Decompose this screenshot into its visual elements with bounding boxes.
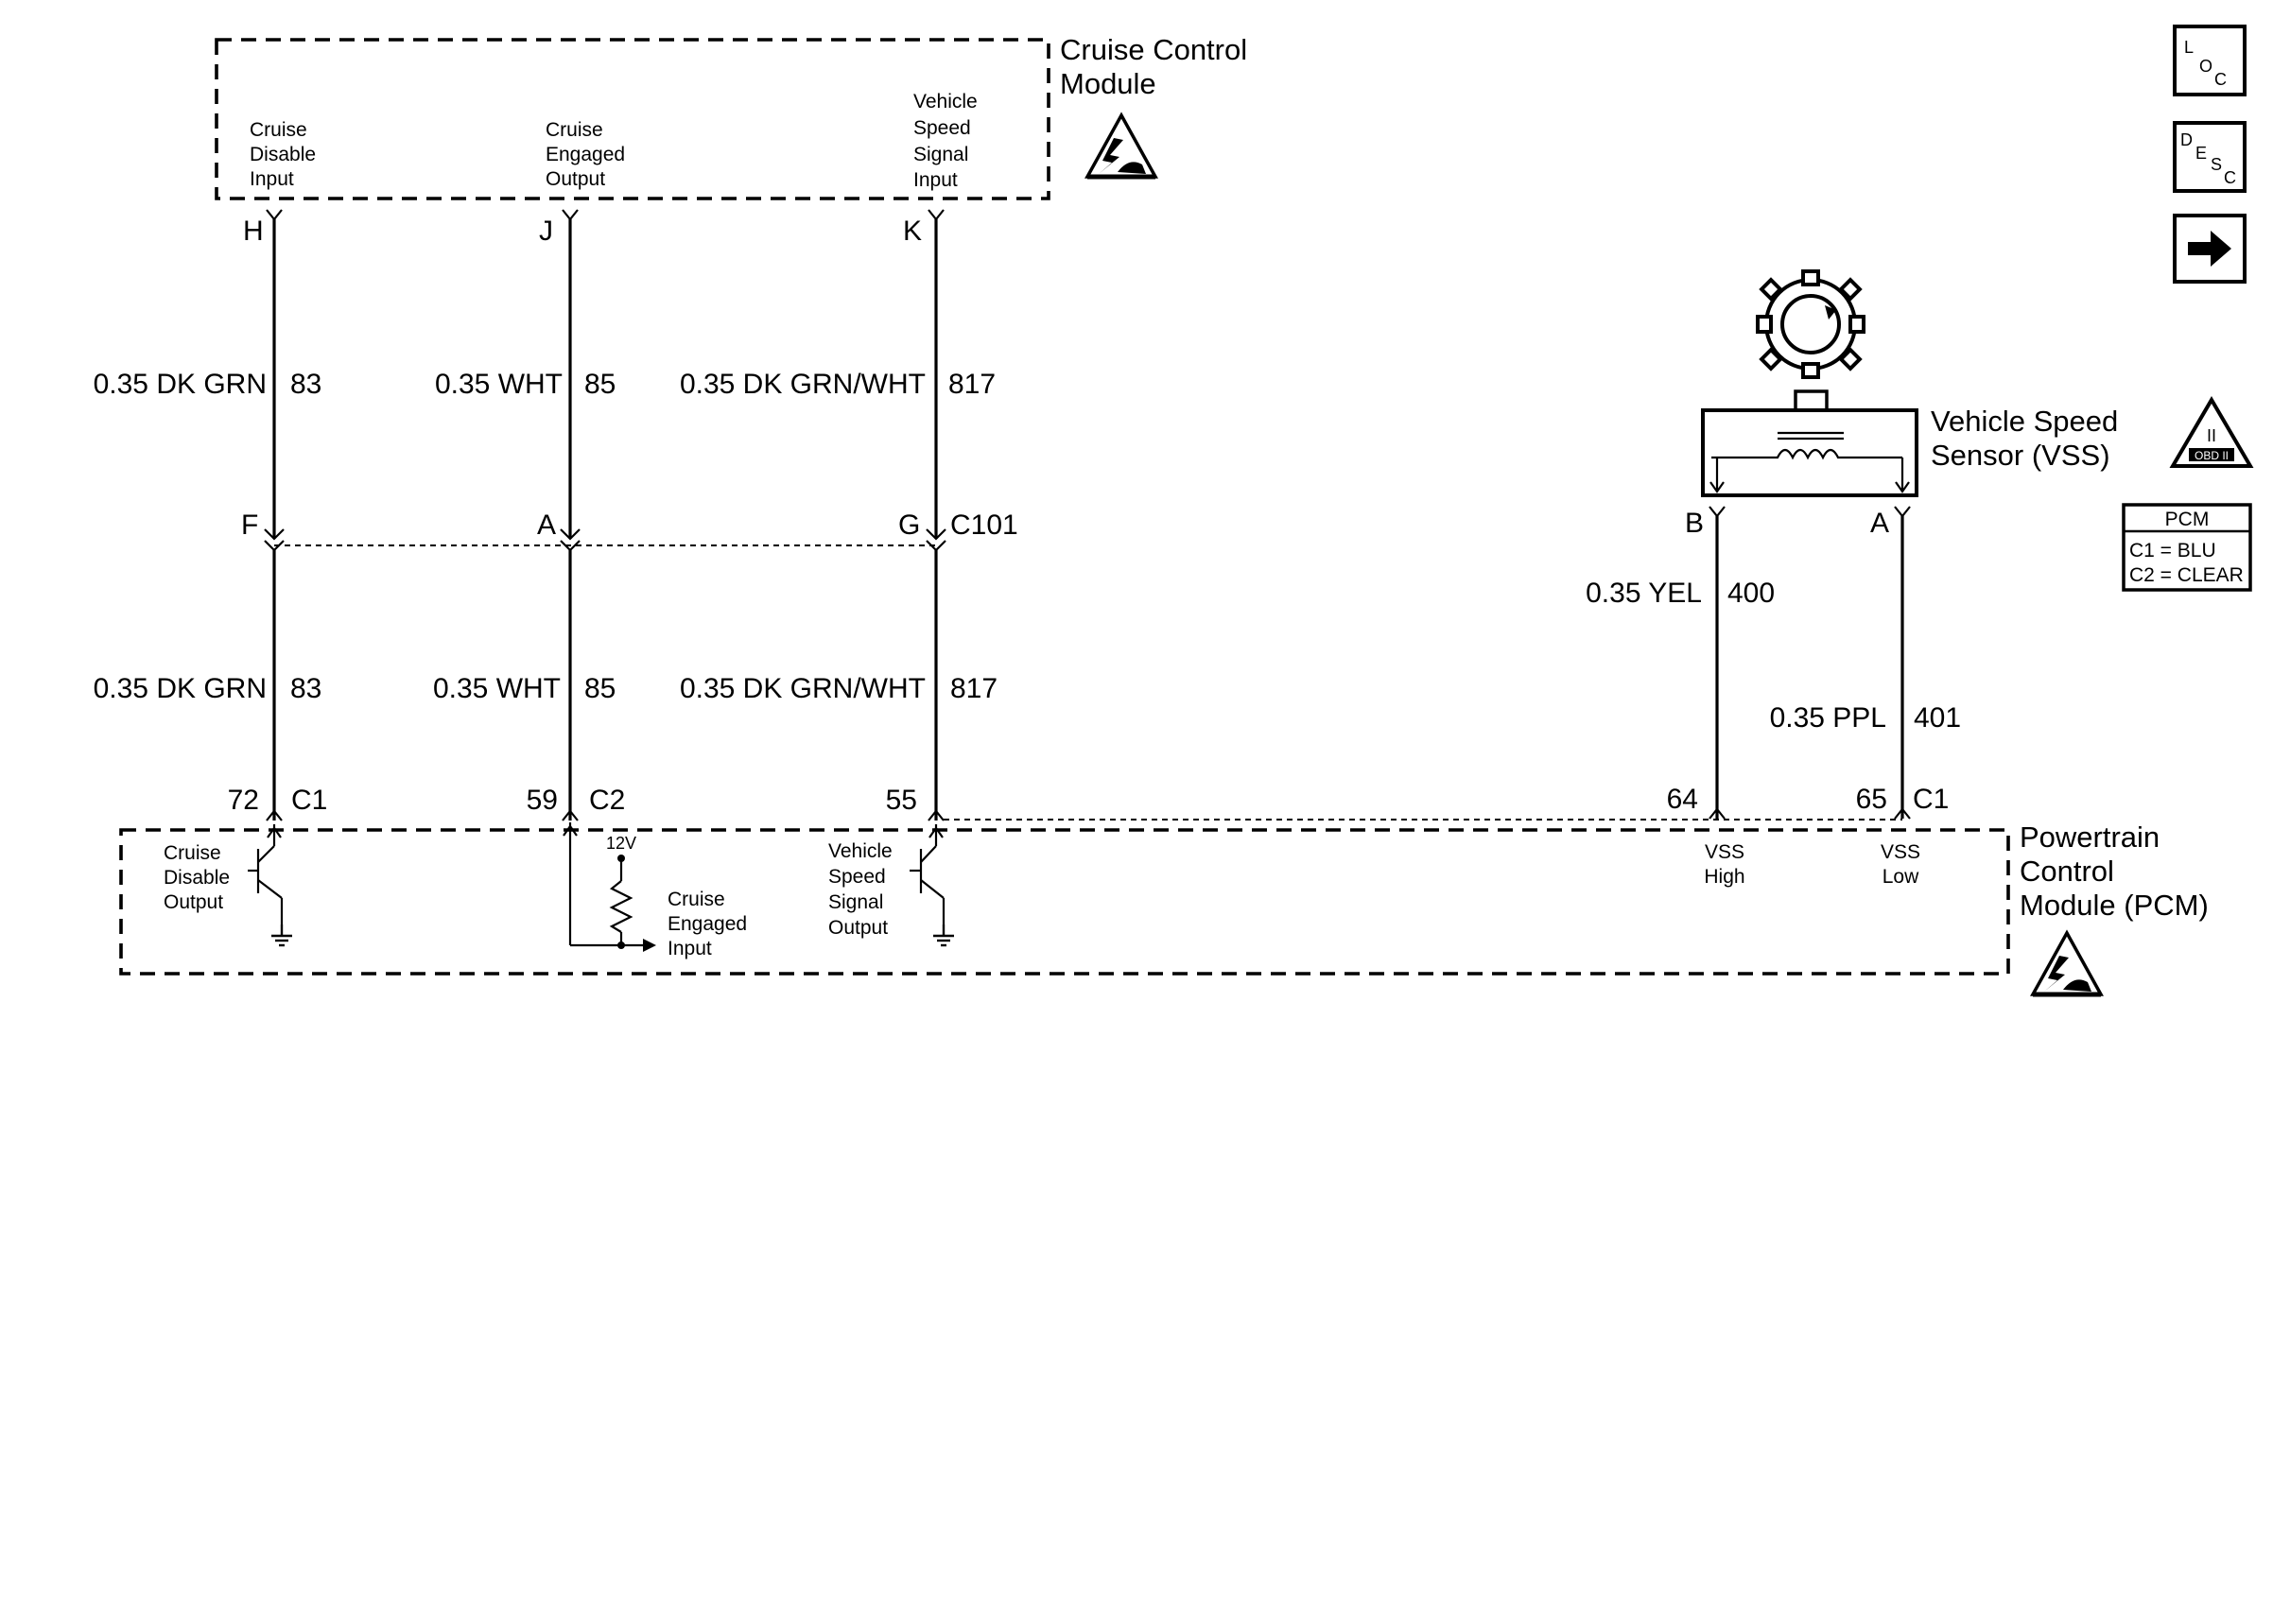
pcm-outline xyxy=(119,828,2010,976)
vehicle-speed-sensor: Vehicle Speed Sensor (VSS) B A 0.35 YEL … xyxy=(1586,269,2118,820)
pcm-pin-64: 64 xyxy=(1667,784,1698,815)
pin-h-letter: H xyxy=(243,216,264,247)
svg-text:L: L xyxy=(2184,38,2194,57)
wire-817-lower-spec: 0.35 DK GRN/WHT xyxy=(680,673,926,704)
pin-h-label-line2: Disable xyxy=(250,144,316,165)
c101-pin-g: G xyxy=(898,510,920,541)
vss-signal-output-line3: Signal xyxy=(828,891,883,913)
vss-body xyxy=(1701,408,1918,497)
cruise-wires: 0.35 DK GRN 83 0.35 WHT 85 0.35 DK GRN/W… xyxy=(94,209,1018,821)
pcm-name-line2: Control xyxy=(2020,855,2114,888)
pin-k-letter: K xyxy=(903,216,922,247)
svg-text:II: II xyxy=(2207,426,2216,445)
vss-low-line1: VSS xyxy=(1881,841,1920,863)
obd-ii-icon[interactable]: II OBD II xyxy=(2169,396,2254,468)
next-arrow-icon[interactable] xyxy=(2173,214,2247,284)
pin-j-label-line2: Engaged xyxy=(546,144,625,165)
pull-up-resistor-icon xyxy=(609,880,633,933)
wire-83-upper-circuit: 83 xyxy=(290,369,321,400)
cruise-disable-transistor-icon xyxy=(248,824,294,947)
esd-warning-icon xyxy=(1087,115,1155,177)
pin-k-label-line1: Vehicle xyxy=(913,91,978,112)
wire-817-lower-circuit: 817 xyxy=(950,673,998,704)
pin-k-label-line4: Input xyxy=(913,169,958,191)
wire-817-upper-spec: 0.35 DK GRN/WHT xyxy=(680,369,926,400)
pcm-esd-warning-icon xyxy=(2033,933,2101,994)
location-icon[interactable]: L O C xyxy=(2173,25,2247,96)
wire-83-lower-circuit: 83 xyxy=(290,673,321,704)
pcm-pin-55: 55 xyxy=(886,785,917,816)
pcm-legend-row-c1: C1 = BLU xyxy=(2129,540,2216,561)
vss-low-line2: Low xyxy=(1883,866,1919,888)
reluctor-gear-icon xyxy=(1756,269,1865,379)
svg-text:O: O xyxy=(2199,57,2212,76)
vss-high-line2: High xyxy=(1704,866,1744,888)
pcm-pin-72-connector: C1 xyxy=(291,785,327,816)
vss-signal-output-line4: Output xyxy=(828,917,888,939)
wire-400-circuit: 400 xyxy=(1727,578,1775,609)
wire-817-upper-circuit: 817 xyxy=(948,369,996,400)
vss-pin-a: A xyxy=(1870,508,1889,539)
vss-pin-b: B xyxy=(1685,508,1704,539)
wire-83-upper-spec: 0.35 DK GRN xyxy=(94,369,267,400)
cruise-module-name-line2: Module xyxy=(1060,67,1156,100)
pcm-legend-row-c2: C2 = CLEAR xyxy=(2129,564,2244,586)
svg-text:C: C xyxy=(2224,168,2236,187)
cruise-control-module: Cruise Control Module Cruise Disable Inp… xyxy=(215,33,1247,247)
pin-j-label-line1: Cruise xyxy=(546,119,603,141)
vss-name-line1: Vehicle Speed xyxy=(1931,405,2118,438)
wire-85-upper-spec: 0.35 WHT xyxy=(435,369,563,400)
vss-coil-icon xyxy=(1711,448,1902,460)
pcm-legend-title: PCM xyxy=(2165,509,2210,530)
svg-text:OBD II: OBD II xyxy=(2195,449,2229,462)
svg-text:E: E xyxy=(2195,144,2207,163)
pcm-pin-59-connector: C2 xyxy=(589,785,625,816)
pcm-pin-65-connector: C1 xyxy=(1913,784,1949,815)
pin-k-label-line2: Speed xyxy=(913,117,971,139)
wire-85-lower-spec: 0.35 WHT xyxy=(433,673,561,704)
pcm-pin-72: 72 xyxy=(228,785,259,816)
cruise-engaged-input-line3: Input xyxy=(668,938,712,959)
cruise-module-name-line1: Cruise Control xyxy=(1060,33,1247,66)
pcm-pin-59: 59 xyxy=(527,785,558,816)
cruise-engaged-input-circuit xyxy=(563,822,656,952)
vss-signal-output-transistor-icon xyxy=(910,824,956,947)
wire-400-spec: 0.35 YEL xyxy=(1586,578,1702,609)
c101-pin-f: F xyxy=(241,510,258,541)
pin-h-label-line3: Input xyxy=(250,168,294,190)
pin-k-label-line3: Signal xyxy=(913,144,968,165)
pcm-pin-65: 65 xyxy=(1856,784,1887,815)
vss-signal-output-line2: Speed xyxy=(828,866,886,888)
wire-401-spec: 0.35 PPL xyxy=(1770,702,1886,734)
wire-83-lower-spec: 0.35 DK GRN xyxy=(94,673,267,704)
pcm-name-line3: Module (PCM) xyxy=(2020,889,2209,922)
wire-85-lower-circuit: 85 xyxy=(584,673,616,704)
pin-j-label-line3: Output xyxy=(546,168,605,190)
cruise-engaged-input-line2: Engaged xyxy=(668,913,747,935)
vss-signal-output-line1: Vehicle xyxy=(828,840,893,862)
description-icon[interactable]: D E S C xyxy=(2173,121,2247,193)
pcm-connector-legend: PCM C1 = BLU C2 = CLEAR xyxy=(2122,503,2252,592)
cruise-module-outline xyxy=(215,38,1050,200)
c101-pin-a: A xyxy=(537,510,556,541)
cruise-engaged-input-line1: Cruise xyxy=(668,889,725,910)
cruise-disable-output-line1: Cruise xyxy=(164,842,221,864)
pin-j-letter: J xyxy=(539,216,553,247)
cruise-disable-output-line3: Output xyxy=(164,891,223,913)
vss-high-line1: VSS xyxy=(1705,841,1744,863)
svg-text:D: D xyxy=(2180,130,2193,149)
svg-text:C: C xyxy=(2214,70,2227,89)
svg-text:S: S xyxy=(2211,155,2222,174)
wire-401-circuit: 401 xyxy=(1914,702,1961,734)
vss-name-line2: Sensor (VSS) xyxy=(1931,439,2110,472)
pcm-name-line1: Powertrain xyxy=(2020,821,2160,854)
pull-up-voltage: 12V xyxy=(606,834,636,853)
c101-connector-name: C101 xyxy=(950,510,1018,541)
cruise-disable-output-line2: Disable xyxy=(164,867,230,889)
powertrain-control-module: Powertrain Control Module (PCM) 72 C1 59… xyxy=(119,784,2209,994)
pin-h-label-line1: Cruise xyxy=(250,119,307,141)
wire-85-upper-circuit: 85 xyxy=(584,369,616,400)
